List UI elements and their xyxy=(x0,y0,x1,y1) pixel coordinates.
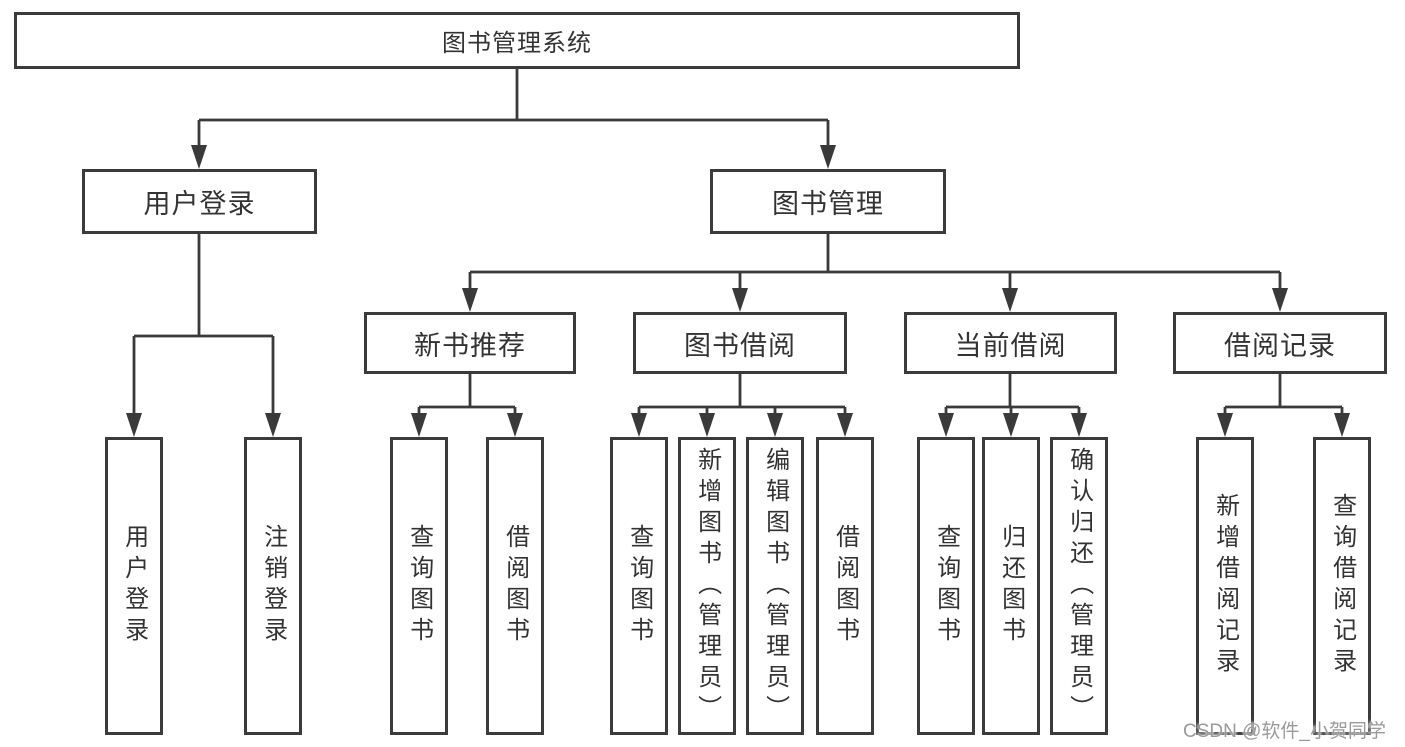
leaf-query-books-current: 查询图书 xyxy=(917,437,975,735)
arrow-down-icon xyxy=(938,413,954,437)
arrow-down-icon xyxy=(191,145,207,169)
leaf-label: 归还图书 xyxy=(997,524,1025,648)
leaf-add-book-admin: 新增图书（管理员） xyxy=(678,437,736,735)
arrow-down-icon xyxy=(507,413,523,437)
leaf-edit-book-admin: 编辑图书（管理员） xyxy=(746,437,804,735)
leaf-return-books: 归还图书 xyxy=(982,437,1040,735)
node-label: 用户登录 xyxy=(143,189,256,219)
leaf-query-books-borrow: 查询图书 xyxy=(610,437,668,735)
leaf-label: 借阅图书 xyxy=(501,524,529,648)
arrow-down-icon xyxy=(699,413,715,437)
node-borrowing-records: 借阅记录 xyxy=(1173,312,1387,374)
leaf-label: 注销登录 xyxy=(259,524,287,648)
arrow-down-icon xyxy=(265,413,281,437)
leaf-label: 查询图书 xyxy=(932,524,960,648)
csdn-watermark: CSDN @软件_小贺同学 xyxy=(1183,721,1386,742)
leaf-label: 用户登录 xyxy=(120,524,148,648)
node-label: 图书借阅 xyxy=(684,330,796,361)
leaf-borrow-books-recommend: 借阅图书 xyxy=(486,437,544,735)
leaf-confirm-return-admin: 确认归还（管理员） xyxy=(1050,437,1108,735)
leaf-borrow-books-borrow: 借阅图书 xyxy=(816,437,874,735)
leaf-label: 查询借阅记录 xyxy=(1328,493,1356,679)
arrow-down-icon xyxy=(1002,288,1018,312)
leaf-query-books-recommend: 查询图书 xyxy=(390,437,448,735)
arrow-down-icon xyxy=(126,413,142,437)
leaf-label: 借阅图书 xyxy=(831,524,859,648)
node-user-login: 用户登录 xyxy=(82,169,317,234)
node-label: 新书推荐 xyxy=(414,330,526,361)
arrow-down-icon xyxy=(1217,413,1233,437)
leaf-label: 新增图书（管理员） xyxy=(693,446,721,726)
leaf-label: 编辑图书（管理员） xyxy=(761,446,789,726)
leaf-label: 查询图书 xyxy=(405,524,433,648)
leaf-query-borrow-record: 查询借阅记录 xyxy=(1313,437,1371,735)
leaf-label: 查询图书 xyxy=(625,524,653,648)
arrow-down-icon xyxy=(1003,413,1019,437)
leaf-add-borrow-record: 新增借阅记录 xyxy=(1196,437,1254,735)
node-label: 借阅记录 xyxy=(1224,330,1336,361)
node-label: 当前借阅 xyxy=(954,330,1067,361)
arrow-down-icon xyxy=(1071,413,1087,437)
node-new-book-recommendation: 新书推荐 xyxy=(364,312,576,374)
node-book-management: 图书管理 xyxy=(710,169,946,234)
arrow-down-icon xyxy=(631,413,647,437)
arrow-down-icon xyxy=(732,288,748,312)
node-label: 图书管理 xyxy=(772,189,884,219)
node-library-management-system: 图书管理系统 xyxy=(14,12,1020,69)
arrow-down-icon xyxy=(411,413,427,437)
leaf-label: 确认归还（管理员） xyxy=(1065,446,1093,726)
arrow-down-icon xyxy=(767,413,783,437)
leaf-logout: 注销登录 xyxy=(244,437,302,735)
arrow-down-icon xyxy=(1272,288,1288,312)
arrow-down-icon xyxy=(820,145,836,169)
leaf-label: 新增借阅记录 xyxy=(1211,493,1239,679)
arrow-down-icon xyxy=(1334,413,1350,437)
node-book-borrowing: 图书借阅 xyxy=(633,312,847,374)
leaf-user-login: 用户登录 xyxy=(105,437,163,735)
node-current-borrowing: 当前借阅 xyxy=(904,312,1117,374)
arrow-down-icon xyxy=(462,288,478,312)
arrow-down-icon xyxy=(837,413,853,437)
node-label: 图书管理系统 xyxy=(442,30,592,57)
